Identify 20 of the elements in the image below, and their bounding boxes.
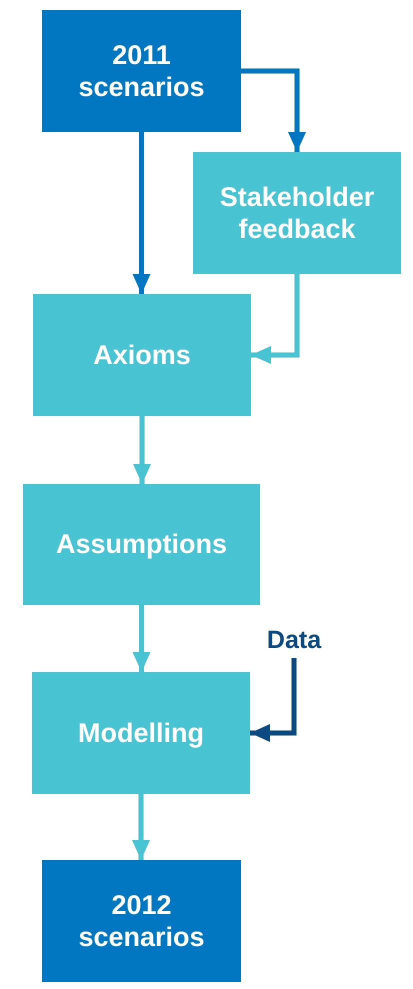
arrow	[132, 605, 150, 672]
box-label: 2011 scenarios	[77, 38, 206, 104]
box-label: Axioms	[93, 338, 191, 372]
arrow	[250, 658, 296, 742]
process-box	[33, 294, 251, 416]
box-label: Stakeholder feedback	[218, 180, 376, 246]
process-box	[42, 10, 241, 132]
arrow	[241, 68, 306, 152]
arrow	[133, 416, 151, 484]
process-box	[42, 860, 241, 982]
box-label: Modelling	[78, 716, 204, 750]
arrow	[132, 794, 150, 860]
arrow	[251, 274, 300, 364]
process-box	[193, 152, 401, 274]
input-label: Data	[266, 625, 322, 655]
box-label: Assumptions	[56, 528, 228, 561]
process-box	[32, 672, 250, 794]
process-box	[23, 484, 260, 605]
box-label: 2012 scenarios	[77, 888, 206, 954]
arrow	[132, 132, 150, 294]
